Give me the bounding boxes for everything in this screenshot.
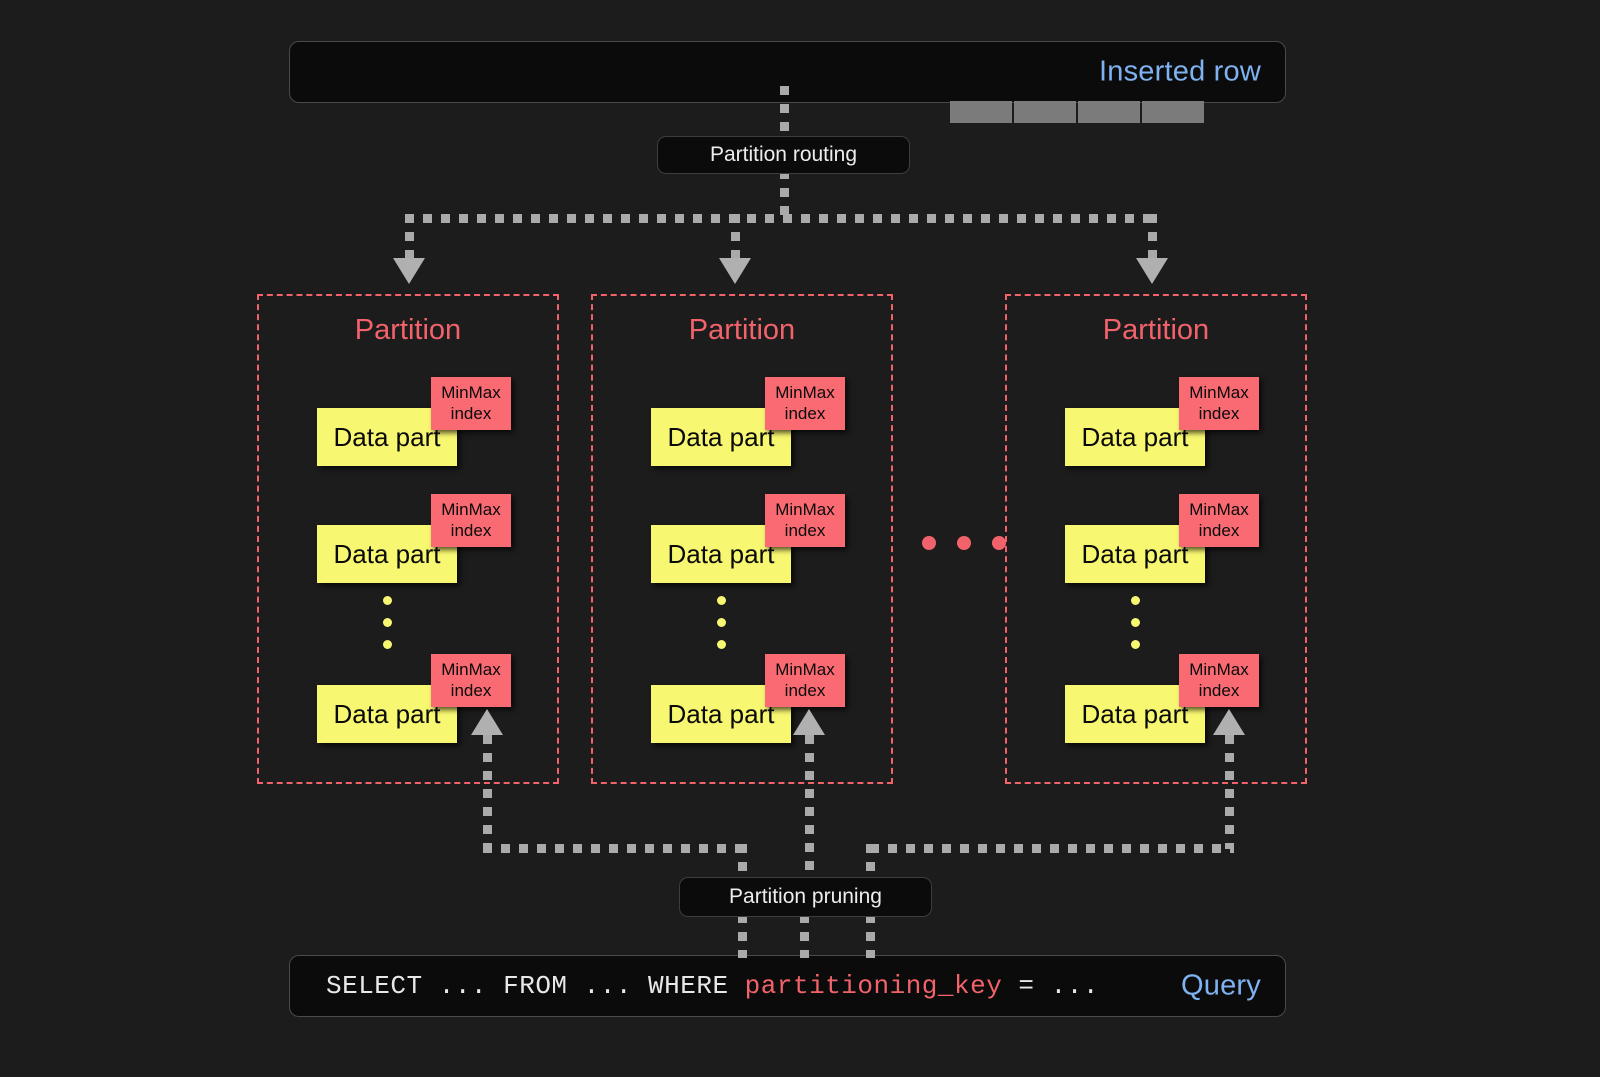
minmax-index-line2: index [450, 403, 492, 423]
inserted-row-bar: Inserted row [289, 41, 1286, 123]
query-label: Query [1181, 969, 1261, 1002]
data-part-box[interactable]: Data part [1065, 525, 1205, 583]
minmax-index-line1: MinMax [775, 383, 835, 403]
connector-row-to-routing [780, 86, 789, 142]
data-part-box[interactable]: Data part [651, 525, 791, 583]
row-cell [1014, 101, 1076, 123]
minmax-index-line1: MinMax [441, 383, 501, 403]
minmax-index-line2: index [784, 520, 826, 540]
partition-pruning-label: Partition pruning [729, 885, 882, 908]
partition-pruning-box[interactable]: Partition pruning [679, 877, 932, 917]
arrow-down-partition-1 [393, 258, 425, 284]
data-part-row: MinMax index Data part [593, 641, 891, 751]
partition-title-1: Partition [354, 314, 462, 346]
connector-bus-to-pruning-left [738, 844, 747, 880]
connector-pruning-bus-left [483, 844, 747, 853]
minmax-index-box[interactable]: MinMax index [765, 494, 845, 547]
connector-routing-bus [405, 214, 1157, 223]
minmax-index-line1: MinMax [441, 660, 501, 680]
connector-pruning-bus-right [870, 844, 1234, 853]
connector-routing-to-bus [780, 170, 789, 222]
connector-bus-to-partition-2 [731, 214, 740, 262]
vertical-ellipsis-icon [717, 596, 726, 662]
connector-partition-3-to-bus [1225, 735, 1234, 849]
connector-partition-1-to-bus [483, 735, 492, 849]
connector-partition-2-to-pruning [805, 735, 814, 877]
query-prefix: SELECT ... FROM ... WHERE [326, 971, 745, 1001]
arrow-down-partition-3 [1136, 258, 1168, 284]
connector-bus-to-partition-1 [405, 214, 414, 262]
vertical-ellipsis-icon [383, 596, 392, 662]
connector-bus-to-partition-3 [1148, 214, 1157, 262]
minmax-index-line1: MinMax [775, 500, 835, 520]
row-cell [1142, 101, 1204, 123]
connector-pruning-to-query-right [866, 914, 875, 958]
minmax-index-line2: index [1198, 403, 1240, 423]
minmax-index-box[interactable]: MinMax index [1179, 494, 1259, 547]
horizontal-ellipsis-icon [922, 536, 1006, 550]
partition-routing-label: Partition routing [709, 143, 858, 166]
minmax-index-line2: index [784, 403, 826, 423]
query-keyword: partitioning_key [744, 971, 1003, 1001]
data-part-row: MinMax index Data part [1007, 364, 1305, 474]
minmax-index-line1: MinMax [775, 660, 835, 680]
row-cell [950, 101, 1012, 123]
query-sql-text: SELECT ... FROM ... WHERE partitioning_k… [326, 971, 1099, 1001]
partition-title-3: Partition [1102, 314, 1210, 346]
minmax-index-line2: index [1198, 680, 1240, 700]
data-part-row: MinMax index Data part [593, 481, 891, 591]
connector-bus-to-pruning-right [866, 844, 875, 880]
partition-box-2[interactable]: Partition MinMax index Data part MinMax … [591, 294, 893, 784]
minmax-index-line2: index [450, 520, 492, 540]
data-part-row: MinMax index Data part [259, 641, 557, 751]
minmax-index-line1: MinMax [1189, 383, 1249, 403]
minmax-index-box[interactable]: MinMax index [765, 654, 845, 707]
minmax-index-box[interactable]: MinMax index [765, 377, 845, 430]
partition-box-3[interactable]: Partition MinMax index Data part MinMax … [1005, 294, 1307, 784]
data-part-row: MinMax index Data part [1007, 641, 1305, 751]
minmax-index-box[interactable]: MinMax index [431, 494, 511, 547]
data-part-row: MinMax index Data part [1007, 481, 1305, 591]
data-part-row: MinMax index Data part [259, 481, 557, 591]
minmax-index-line1: MinMax [1189, 500, 1249, 520]
arrow-up-partition-3 [1213, 709, 1245, 735]
arrow-up-partition-1 [471, 709, 503, 735]
connector-pruning-to-query-left [738, 914, 747, 958]
connector-pruning-to-query-mid [800, 914, 809, 958]
minmax-index-line2: index [1198, 520, 1240, 540]
minmax-index-box[interactable]: MinMax index [431, 654, 511, 707]
arrow-down-partition-2 [719, 258, 751, 284]
minmax-index-box[interactable]: MinMax index [1179, 654, 1259, 707]
minmax-index-line2: index [450, 680, 492, 700]
minmax-index-box[interactable]: MinMax index [1179, 377, 1259, 430]
inserted-row-cells [950, 101, 1204, 123]
data-part-row: MinMax index Data part [259, 364, 557, 474]
partition-box-1[interactable]: Partition MinMax index Data part MinMax … [257, 294, 559, 784]
vertical-ellipsis-icon [1131, 596, 1140, 662]
row-cell [1078, 101, 1140, 123]
data-part-row: MinMax index Data part [593, 364, 891, 474]
partition-routing-box[interactable]: Partition routing [657, 136, 910, 174]
partition-title-2: Partition [688, 314, 796, 346]
minmax-index-line1: MinMax [1189, 660, 1249, 680]
query-suffix: = ... [1002, 971, 1099, 1001]
arrow-up-partition-2 [793, 709, 825, 735]
inserted-row-label: Inserted row [1099, 55, 1261, 88]
query-bar: SELECT ... FROM ... WHERE partitioning_k… [289, 955, 1286, 1017]
minmax-index-box[interactable]: MinMax index [431, 377, 511, 430]
data-part-box[interactable]: Data part [317, 525, 457, 583]
minmax-index-line2: index [784, 680, 826, 700]
minmax-index-line1: MinMax [441, 500, 501, 520]
